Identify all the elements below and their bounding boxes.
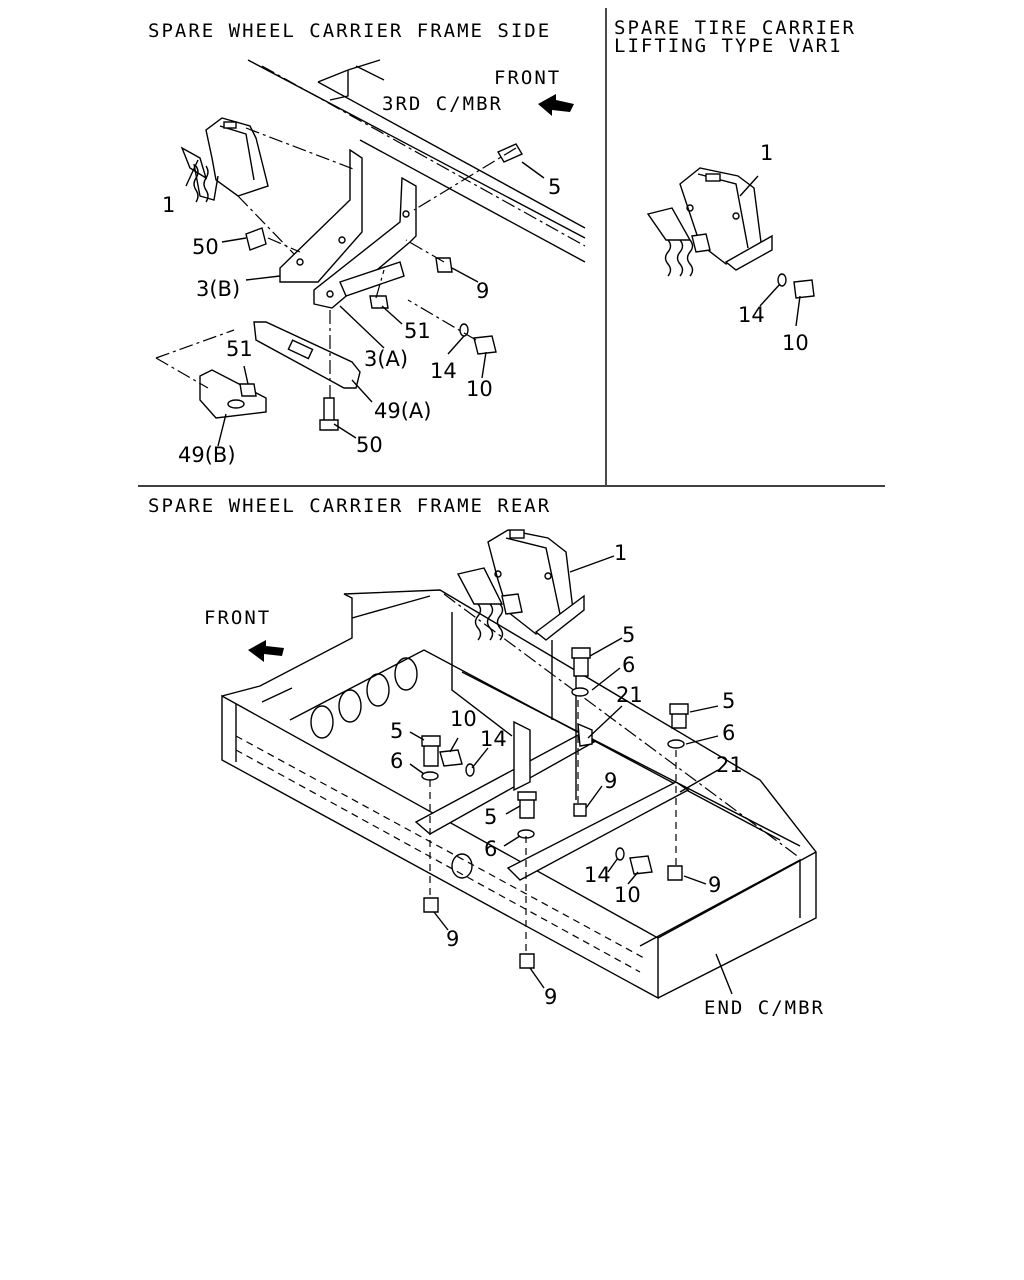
label-front-side: FRONT	[494, 67, 561, 89]
label-end-c-mbr: END C/MBR	[704, 997, 825, 1019]
title-lifting-line2: LIFTING TYPE VAR1	[614, 35, 842, 57]
label-rear-p21-b: 21	[716, 753, 743, 777]
label-lift-p10: 10	[782, 331, 809, 355]
label-rear-p1: 1	[614, 541, 627, 565]
lifting-type-illustration	[646, 167, 815, 327]
title-frame-side: SPARE WHEEL CARRIER FRAME SIDE	[148, 20, 551, 42]
label-rear-p10-b: 10	[614, 883, 641, 907]
label-side-p49b: 49(B)	[178, 443, 236, 467]
label-side-p1: 1	[162, 193, 175, 217]
label-rear-p6-a: 6	[622, 653, 635, 677]
label-rear-p9-b: 9	[708, 873, 721, 897]
label-rear-p6-c: 6	[390, 749, 403, 773]
label-rear-p5-a: 5	[622, 623, 635, 647]
title-lifting-line1: SPARE TIRE CARRIER	[614, 17, 856, 39]
label-rear-p6-d: 6	[484, 837, 497, 861]
label-rear-p5-b: 5	[722, 689, 735, 713]
label-side-p3a: 3(A)	[364, 347, 408, 371]
label-rear-p9-c: 9	[446, 927, 459, 951]
label-rear-p14-a: 14	[480, 727, 507, 751]
label-side-p14: 14	[430, 359, 457, 383]
label-side-p50-top: 50	[192, 235, 219, 259]
label-side-p50-bottom: 50	[356, 433, 383, 457]
label-rear-p6-b: 6	[722, 721, 735, 745]
label-rear-p14-b: 14	[584, 863, 611, 887]
title-frame-rear: SPARE WHEEL CARRIER FRAME REAR	[148, 495, 551, 517]
label-side-p3b: 3(B)	[196, 277, 240, 301]
label-lift-p1: 1	[760, 141, 773, 165]
label-side-p5: 5	[548, 175, 561, 199]
label-side-p49a: 49(A)	[374, 399, 431, 423]
label-rear-p5-c: 5	[390, 719, 403, 743]
label-side-p9: 9	[476, 279, 489, 303]
label-side-p10: 10	[466, 377, 493, 401]
label-rear-p9-d: 9	[544, 985, 557, 1009]
label-rear-p21-a: 21	[616, 683, 643, 707]
frame-side-illustration	[155, 59, 586, 447]
label-rear-p9-a: 9	[604, 769, 617, 793]
label-side-p51-right: 51	[404, 319, 431, 343]
label-lift-p14: 14	[738, 303, 765, 327]
label-3rd-c-mbr: 3RD C/MBR	[382, 93, 503, 115]
label-side-p51-left: 51	[226, 337, 253, 361]
label-rear-p10-a: 10	[450, 707, 477, 731]
frame-rear-illustration	[221, 529, 817, 1000]
label-front-rear: FRONT	[204, 607, 271, 629]
label-rear-p5-d: 5	[484, 805, 497, 829]
